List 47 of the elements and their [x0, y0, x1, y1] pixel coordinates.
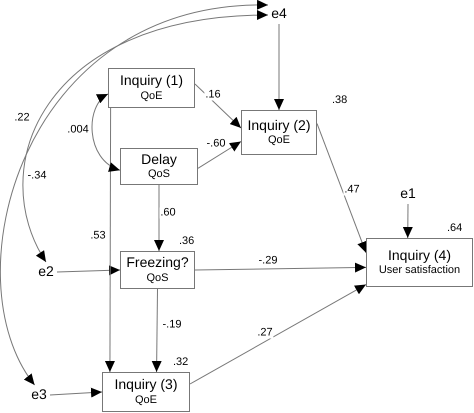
edge-label: .27 — [256, 328, 274, 338]
edge-label: -.29 — [258, 256, 278, 266]
arrow — [402, 204, 413, 238]
arrow — [198, 141, 242, 169]
variable-type: QoS — [146, 272, 168, 286]
edge-label: -.60 — [206, 138, 226, 150]
variable-name: e4 — [271, 5, 287, 23]
variable-name: Inquiry (1) — [120, 72, 184, 90]
variable-box — [120, 148, 198, 185]
edge-label: .16 — [204, 90, 222, 100]
arrow — [56, 265, 120, 276]
curved-arrow — [22, 10, 268, 262]
variable-name: Inquiry (4) — [388, 246, 452, 264]
variable-type: User satisfaction — [378, 264, 460, 278]
variable-name: e2 — [38, 263, 54, 281]
curved-arrow — [92, 94, 120, 171]
r-squared-value: .32 — [173, 357, 188, 368]
variable-type: QoE — [134, 394, 157, 408]
arrow — [274, 24, 284, 110]
arrow — [104, 108, 115, 372]
edge-label: -.34 — [26, 170, 48, 182]
arrow — [194, 84, 242, 128]
edge-label: -.19 — [162, 320, 182, 330]
r-squared-value: .38 — [332, 95, 348, 106]
variable-type: QoE — [140, 90, 162, 104]
arrow — [154, 184, 164, 252]
arrow — [50, 388, 102, 398]
variable-name: e3 — [31, 386, 47, 404]
variable-name: Freezing? — [126, 254, 189, 272]
variable-type: QoS — [148, 168, 170, 182]
edge-label: .47 — [343, 184, 361, 196]
arrow — [190, 284, 366, 384]
variable-name: Inquiry (2) — [247, 116, 311, 134]
arrow — [152, 288, 162, 372]
r-squared-value: .36 — [179, 236, 194, 247]
edge-label: .22 — [13, 112, 31, 124]
arrow — [316, 123, 367, 254]
edge-label: .53 — [89, 230, 107, 242]
variable-name: Inquiry (3) — [114, 376, 178, 394]
variable-name: Delay — [141, 150, 177, 168]
variable-name: e1 — [400, 185, 416, 203]
edge-label: .60 — [159, 208, 177, 218]
variable-box — [108, 68, 195, 108]
r-squared-value: .64 — [447, 223, 462, 234]
arrow — [194, 262, 366, 273]
variable-type: QoE — [268, 134, 290, 148]
edge-label: .004 — [66, 124, 90, 136]
